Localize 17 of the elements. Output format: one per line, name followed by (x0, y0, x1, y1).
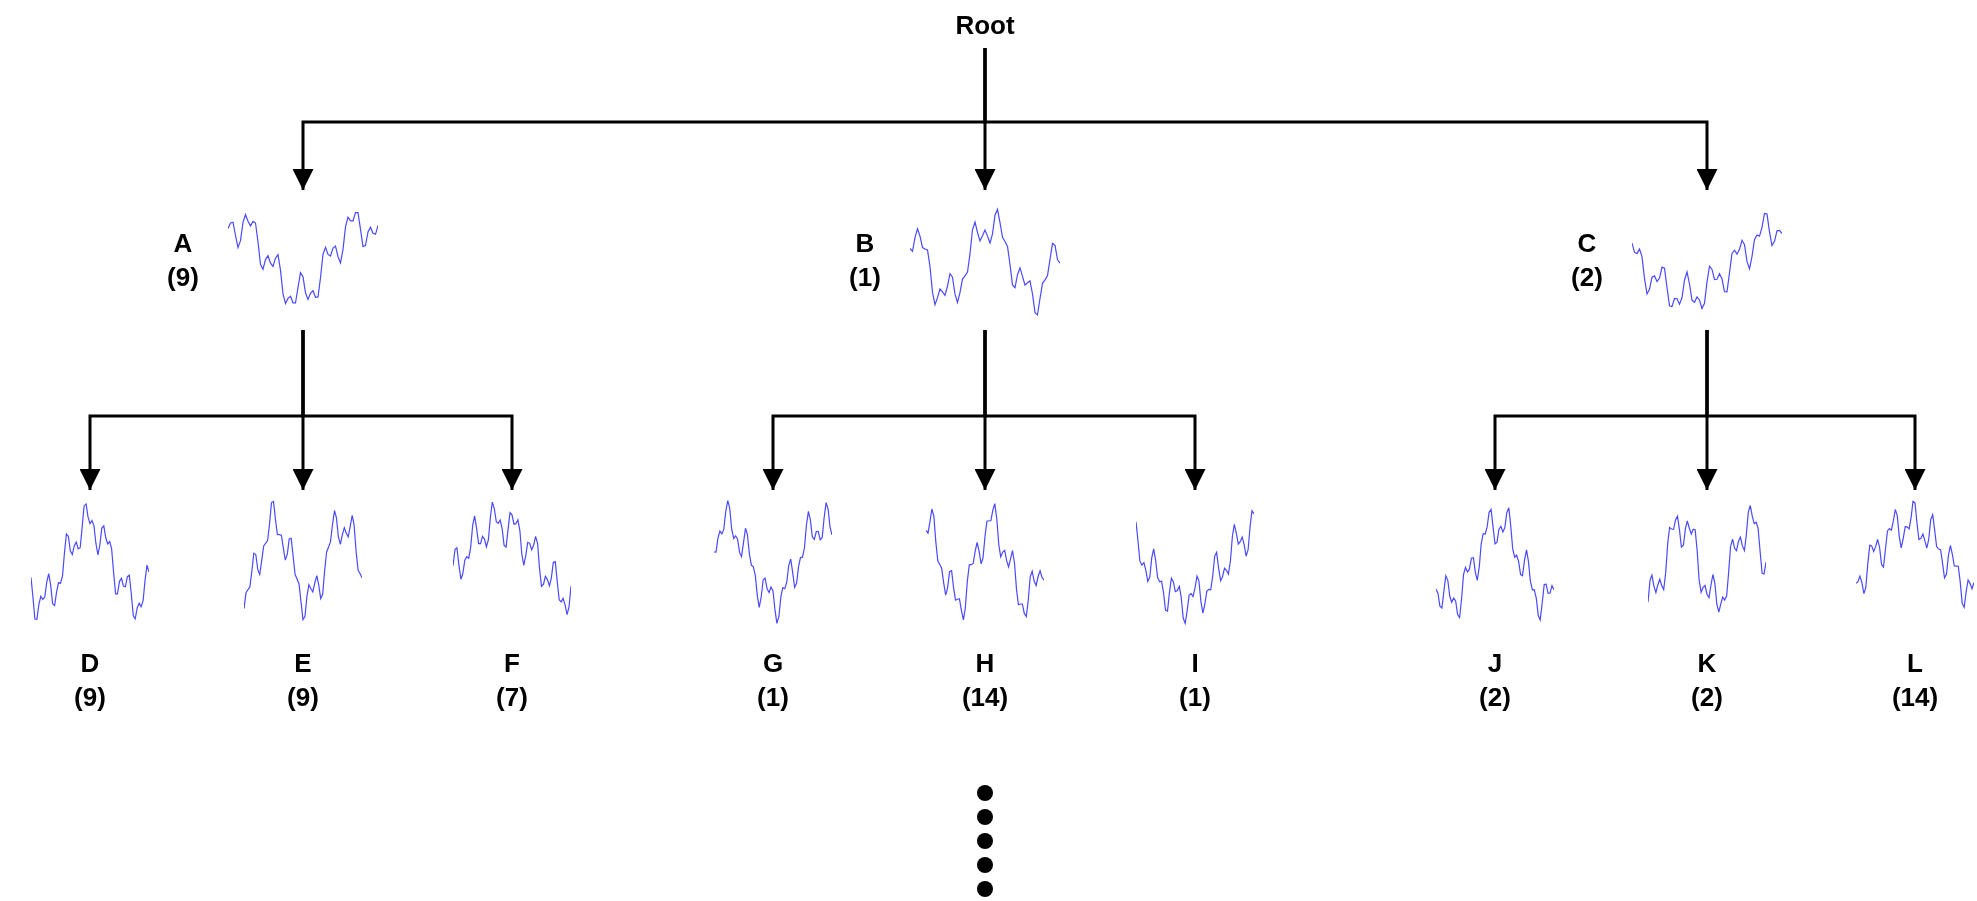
arrow (983, 48, 1718, 190)
node-label: G (1) (757, 647, 789, 714)
node-label: I (1) (1179, 647, 1211, 714)
node-label: E (9) (287, 647, 319, 714)
node-label: K (2) (1691, 647, 1723, 714)
node-label: F (7) (496, 647, 528, 714)
node-label: L (14) (1891, 647, 1939, 714)
node-label: A (9) (167, 227, 199, 294)
node-label: C (2) (1571, 227, 1603, 294)
arrow (1705, 330, 1926, 490)
node-label: B (1) (849, 227, 881, 294)
arrow (983, 330, 1206, 490)
node-label: D (9) (74, 647, 106, 714)
node-label: H (14) (961, 647, 1009, 714)
node-label: Root (955, 9, 1015, 42)
arrow (301, 330, 523, 490)
node-label: J (2) (1479, 647, 1511, 714)
